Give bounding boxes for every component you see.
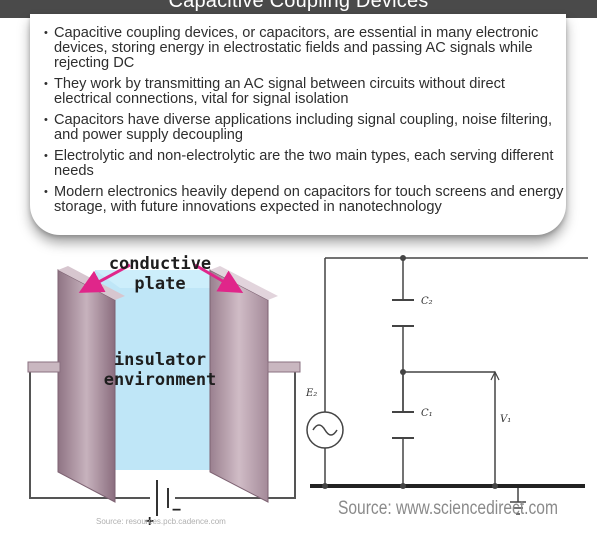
plus-sign: + — [145, 513, 155, 530]
plate-label: conductive — [105, 254, 215, 274]
bullet-item: They work by transmitting an AC signal b… — [44, 77, 564, 107]
bullet-item: Modern electronics heavily depend on cap… — [44, 185, 564, 215]
circuit-schematic — [306, 257, 588, 515]
bullet-item: Capacitive coupling devices, or capacito… — [44, 26, 564, 71]
plate-label-line2: plate — [134, 274, 186, 294]
c1-label: C₁ — [421, 408, 433, 419]
capacitor-source: Source: resources.pcb.cadence.com — [96, 517, 226, 526]
insulator-label: insulator environment — [100, 350, 220, 390]
bullet-item: Electrolytic and non-electrolytic are th… — [44, 149, 564, 179]
page-title: Capacitive Coupling Devices — [168, 0, 429, 12]
plate-arrow-right — [194, 263, 244, 294]
minus-sign: − — [172, 502, 182, 519]
bullet-list: Capacitive coupling devices, or capacito… — [44, 26, 564, 221]
capacitor-illustration — [27, 255, 588, 516]
battery-icon — [156, 480, 169, 516]
right-terminal — [267, 361, 301, 373]
plate-arrow-left — [78, 263, 131, 293]
e2-label: E₂ — [306, 388, 318, 399]
insulator-label-line2: environment — [103, 370, 217, 390]
bullet-item: Capacitors have diverse applications inc… — [44, 113, 564, 143]
circuit-nodes — [322, 255, 498, 489]
v1-arrow — [490, 370, 500, 381]
circuit-source: Source: www.sciencedirect.com — [338, 498, 558, 519]
insulator-block — [95, 270, 225, 470]
v1-label: V₁ — [500, 414, 512, 425]
plate-label-line1: conductive — [108, 254, 212, 274]
left-terminal — [27, 361, 61, 373]
c2-label: C₂ — [421, 296, 433, 307]
header-band — [0, 0, 597, 18]
plate-label-sub: plate — [115, 274, 205, 294]
insulator-label-line1: insulator — [113, 350, 207, 370]
